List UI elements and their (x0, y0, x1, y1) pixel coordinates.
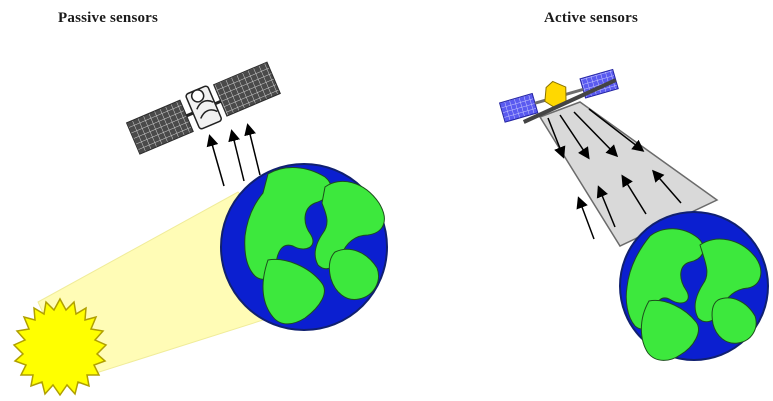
active-sensors-title: Active sensors (544, 6, 638, 30)
passive-sensors-title: Passive sensors (58, 6, 158, 30)
satellite-icon (125, 60, 281, 155)
reflected-radiation-arrows (210, 126, 260, 186)
earth-globe-icon (620, 212, 768, 360)
earth-globe-icon (221, 164, 387, 330)
